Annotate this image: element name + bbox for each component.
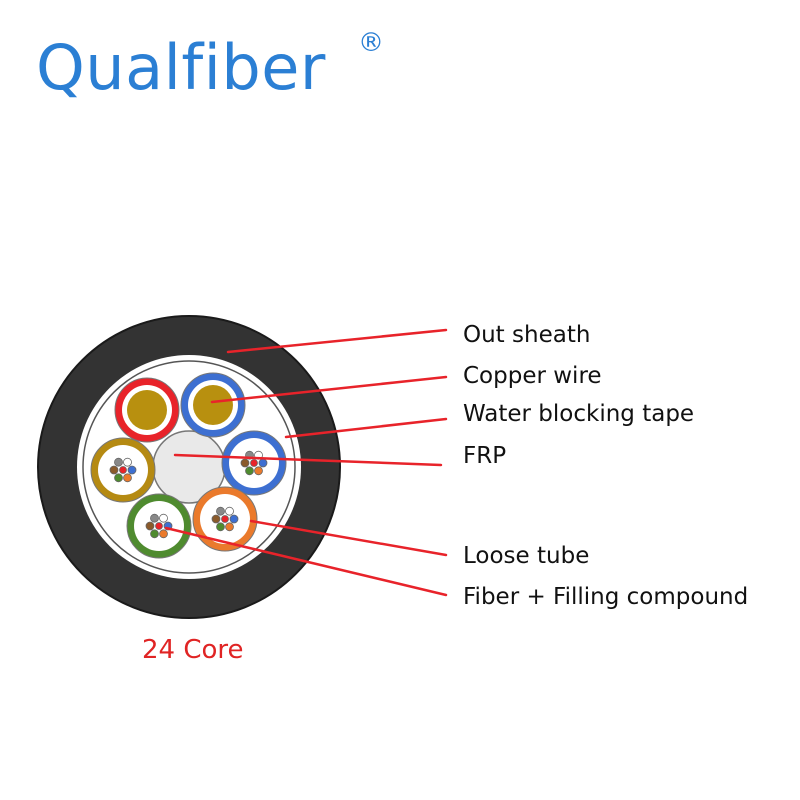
fiber-strand [150,513,159,523]
fiber-strand [221,515,229,523]
fiber-strand [258,458,268,468]
copper-wire-red [114,377,180,443]
fiber-strand [159,513,168,523]
leader-line-copper-wire [210,375,448,404]
label-out-sheath: Out sheath [463,322,591,348]
leader-line-frp [173,453,443,467]
fiber-strand [216,522,225,532]
fiber-strand [250,459,258,467]
fiber-strand [211,514,221,524]
fiber-strand [127,465,137,475]
fiber-strand [150,529,159,539]
core-count-label: 24 Core [142,635,244,665]
fiber-strand [225,506,234,516]
copper-wire-blue [180,372,246,438]
label-fiber-filling-compound: Fiber + Filling compound [463,584,749,610]
fiber-strand [245,466,254,476]
fiber-strand [159,529,168,539]
fiber-strand [229,514,239,524]
label-loose-tube: Loose tube [463,543,590,569]
logo-wordmark: Qualfiber [36,31,326,104]
fiber-strand [225,522,234,532]
fiber-strand [240,458,250,468]
fiber-strand [155,522,163,530]
fiber-strand [254,466,263,476]
registered-mark: ® [358,28,384,58]
leader-line-water-blocking-tape [284,417,448,439]
leader-line-loose-tube [249,519,448,557]
fiber-strand [119,466,127,474]
label-water-blocking-tape: Water blocking tape [463,401,695,427]
fiber-strand [114,457,123,467]
label-frp: FRP [463,443,507,469]
fiber-strand [123,457,132,467]
water-blocking-tape-inner-line [82,360,296,574]
leader-line-fiber [164,526,448,597]
fiber-strand [109,465,119,475]
fiber-strand [114,473,123,483]
leader-line-out-sheath [226,328,448,354]
fiber-strand [145,521,155,531]
label-copper-wire: Copper wire [463,363,602,389]
qualfiber-logo: Qualfiber ® [36,20,416,115]
fiber-strand [123,473,132,483]
fiber-strand [216,506,225,516]
